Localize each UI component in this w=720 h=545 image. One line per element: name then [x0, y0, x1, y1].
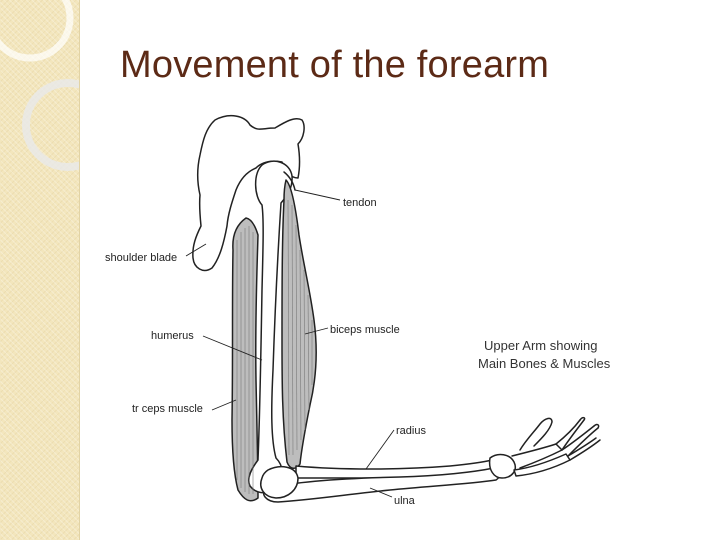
wrist-shape: [490, 455, 516, 478]
tendon-leader: [295, 190, 340, 200]
sidebar-decoration: [0, 0, 80, 540]
label-tendon: tendon: [343, 197, 377, 209]
finger-index-shape: [556, 420, 584, 450]
label-humerus: humerus: [151, 330, 194, 342]
radius-leader: [366, 430, 394, 469]
slide-title: Movement of the forearm: [120, 44, 549, 87]
finger-tip-shape: [580, 418, 599, 428]
sidebar-ring-top: [0, 0, 70, 58]
biceps-muscle-shape: [282, 180, 316, 468]
caption-line-1: Upper Arm showing: [484, 338, 597, 353]
sidebar-ring-middle: [26, 83, 80, 167]
label-triceps-muscle: tr ceps muscle: [132, 403, 203, 415]
label-ulna: ulna: [394, 495, 416, 507]
caption-line-2: Main Bones & Muscles: [478, 356, 611, 371]
label-biceps-muscle: biceps muscle: [330, 324, 400, 336]
label-shoulder-blade: shoulder blade: [105, 252, 177, 264]
thumb-shape: [520, 418, 552, 450]
arm-anatomy-diagram: tendon shoulder blade humerus biceps mus…: [80, 100, 640, 520]
label-radius: radius: [396, 425, 426, 437]
decorative-sidebar: [0, 0, 80, 540]
